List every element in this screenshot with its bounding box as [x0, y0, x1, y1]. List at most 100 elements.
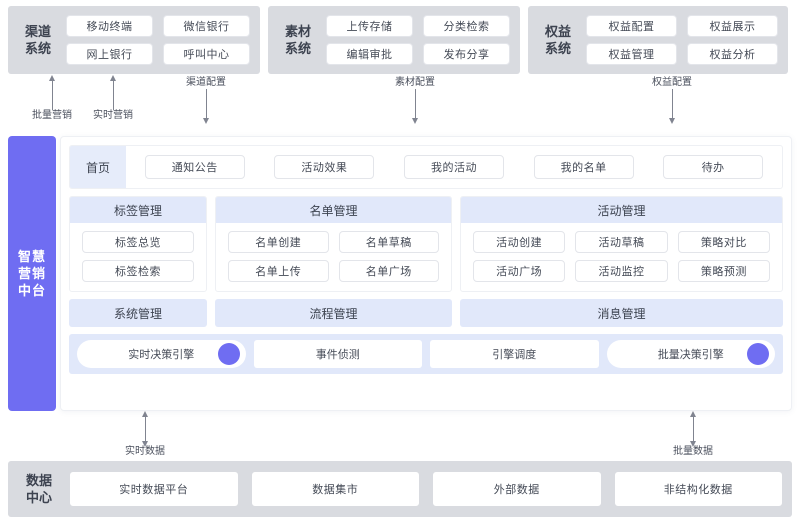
- system-item[interactable]: 发布分享: [423, 43, 510, 65]
- data-center-title-line: 数据: [25, 473, 52, 488]
- nav-item-campaign-effect[interactable]: 活动效果: [274, 155, 375, 179]
- engine-batch-decision[interactable]: 批量决策引擎: [606, 340, 775, 368]
- sidebar-label-line: 营销: [17, 266, 46, 281]
- data-center-row: 数据 中心 实时数据平台 数据集市 外部数据 非结构化数据: [0, 461, 800, 525]
- sidebar-label-line: 中台: [17, 283, 46, 298]
- system-group-title: 素材 系统: [278, 23, 318, 57]
- module-item[interactable]: 活动草稿: [575, 231, 668, 253]
- data-center-items: 实时数据平台 数据集市 外部数据 非结构化数据: [70, 472, 782, 506]
- module-header: 标签管理: [70, 197, 206, 223]
- engine-realtime-decision[interactable]: 实时决策引擎: [77, 340, 246, 368]
- platform-section: 智慧 营销 中台 首页 通知公告 活动效果 我的活动 我的名单 待办 标签管理 …: [0, 136, 800, 411]
- module-items: 名单创建 名单草稿 名单上传 名单广场: [216, 223, 451, 291]
- arrow-material-config: 素材配置: [375, 77, 455, 124]
- system-group-channel: 渠道 系统 移动终端 微信银行 网上银行 呼叫中心: [8, 6, 260, 74]
- system-title-line: 系统: [284, 41, 311, 56]
- nav-row: 首页 通知公告 活动效果 我的活动 我的名单 待办: [69, 145, 783, 189]
- module-item[interactable]: 名单广场: [338, 260, 439, 282]
- module-item[interactable]: 标签检索: [82, 260, 194, 282]
- system-item[interactable]: 上传存储: [326, 15, 413, 37]
- data-center-group: 数据 中心 实时数据平台 数据集市 外部数据 非结构化数据: [8, 461, 792, 517]
- section-system-management[interactable]: 系统管理: [69, 299, 207, 327]
- arrow-batch-marketing: 批量营销: [12, 75, 92, 122]
- nav-item-my-lists[interactable]: 我的名单: [533, 155, 634, 179]
- arrow-down-icon: [411, 89, 418, 124]
- module-items: 标签总览 标签检索: [70, 223, 206, 291]
- nav-item-notice[interactable]: 通知公告: [144, 155, 245, 179]
- data-center-title: 数据 中心: [18, 472, 60, 506]
- data-item-data-mart[interactable]: 数据集市: [251, 472, 419, 506]
- sidebar-smart-marketing-platform[interactable]: 智慧 营销 中台: [8, 136, 56, 411]
- data-center-title-line: 中心: [25, 490, 52, 505]
- system-item[interactable]: 编辑审批: [326, 43, 413, 65]
- system-item[interactable]: 权益展示: [687, 15, 778, 37]
- system-item[interactable]: 权益管理: [586, 43, 677, 65]
- system-item[interactable]: 网上银行: [66, 43, 153, 65]
- arrow-realtime-data: 实时数据: [105, 411, 185, 458]
- module-item[interactable]: 活动创建: [473, 231, 566, 253]
- system-group-items: 上传存储 分类检索 编辑审批 发布分享: [326, 15, 510, 65]
- arrow-label: 权益配置: [652, 77, 692, 88]
- engine-dot-icon: [217, 343, 240, 365]
- system-group-title: 权益 系统: [538, 23, 578, 57]
- arrow-channel-config: 渠道配置: [166, 77, 246, 124]
- system-item[interactable]: 呼叫中心: [163, 43, 250, 65]
- engine-scheduling[interactable]: 引擎调度: [430, 340, 599, 368]
- arrow-up-icon: [48, 75, 55, 110]
- system-title-line: 系统: [544, 41, 571, 56]
- module-list-management: 名单管理 名单创建 名单草稿 名单上传 名单广场: [215, 196, 452, 292]
- nav-item-my-campaigns[interactable]: 我的活动: [403, 155, 504, 179]
- secondary-header-row: 系统管理 流程管理 消息管理: [69, 299, 783, 327]
- engine-label: 实时决策引擎: [128, 349, 195, 361]
- system-item[interactable]: 权益配置: [586, 15, 677, 37]
- nav-items: 通知公告 活动效果 我的活动 我的名单 待办: [126, 155, 782, 179]
- module-item[interactable]: 策略预测: [677, 260, 770, 282]
- module-item[interactable]: 名单草稿: [338, 231, 439, 253]
- system-title-line: 系统: [24, 41, 51, 56]
- arrow-down-icon: [202, 89, 209, 124]
- module-item[interactable]: 名单上传: [228, 260, 329, 282]
- system-group-material: 素材 系统 上传存储 分类检索 编辑审批 发布分享: [268, 6, 520, 74]
- section-process-management[interactable]: 流程管理: [215, 299, 452, 327]
- tab-home[interactable]: 首页: [70, 146, 126, 188]
- module-item[interactable]: 名单创建: [228, 231, 329, 253]
- main-panel: 首页 通知公告 活动效果 我的活动 我的名单 待办 标签管理 标签总览 标签检索…: [60, 136, 792, 411]
- arrow-up-icon: [109, 75, 116, 110]
- data-item-realtime-platform[interactable]: 实时数据平台: [70, 472, 238, 506]
- system-title-line: 渠道: [24, 24, 51, 39]
- system-title-line: 权益: [544, 24, 571, 39]
- module-header: 活动管理: [461, 197, 782, 223]
- system-item[interactable]: 移动终端: [66, 15, 153, 37]
- system-item[interactable]: 分类检索: [423, 15, 510, 37]
- system-title-line: 素材: [284, 24, 311, 39]
- system-group-items: 权益配置 权益展示 权益管理 权益分析: [586, 15, 778, 65]
- arrow-rights-config: 权益配置: [632, 77, 712, 124]
- module-row: 标签管理 标签总览 标签检索 名单管理 名单创建 名单草稿 名单上传 名单广场 …: [69, 196, 783, 292]
- system-group-rights: 权益 系统 权益配置 权益展示 权益管理 权益分析: [528, 6, 788, 74]
- arrow-bidirectional-icon: [141, 411, 148, 447]
- arrow-bidirectional-icon: [689, 411, 696, 447]
- system-item[interactable]: 权益分析: [687, 43, 778, 65]
- section-message-management[interactable]: 消息管理: [460, 299, 783, 327]
- data-item-external-data[interactable]: 外部数据: [433, 472, 601, 506]
- module-items: 活动创建 活动草稿 策略对比 活动广场 活动监控 策略预测: [461, 223, 782, 291]
- module-item[interactable]: 标签总览: [82, 231, 194, 253]
- data-item-unstructured-data[interactable]: 非结构化数据: [614, 472, 782, 506]
- arrow-batch-data: 批量数据: [653, 411, 733, 458]
- arrow-label: 实时数据: [125, 446, 165, 457]
- arrow-label: 批量营销: [32, 110, 72, 121]
- arrow-realtime-marketing: 实时营销: [73, 75, 153, 122]
- arrow-label: 实时营销: [93, 110, 133, 121]
- arrow-label: 批量数据: [673, 446, 713, 457]
- system-group-title: 渠道 系统: [18, 23, 58, 57]
- top-arrow-band: 批量营销 实时营销 渠道配置 素材配置 权益配置: [0, 75, 800, 136]
- sidebar-label: 智慧 营销 中台: [18, 248, 46, 299]
- module-item[interactable]: 活动广场: [473, 260, 566, 282]
- arrow-down-icon: [668, 89, 675, 124]
- top-systems-row: 渠道 系统 移动终端 微信银行 网上银行 呼叫中心 素材 系统 上传存储 分类检…: [0, 0, 800, 76]
- module-item[interactable]: 活动监控: [575, 260, 668, 282]
- system-item[interactable]: 微信银行: [163, 15, 250, 37]
- module-item[interactable]: 策略对比: [677, 231, 770, 253]
- engine-event-detection[interactable]: 事件侦测: [253, 340, 422, 368]
- nav-item-todo[interactable]: 待办: [663, 155, 764, 179]
